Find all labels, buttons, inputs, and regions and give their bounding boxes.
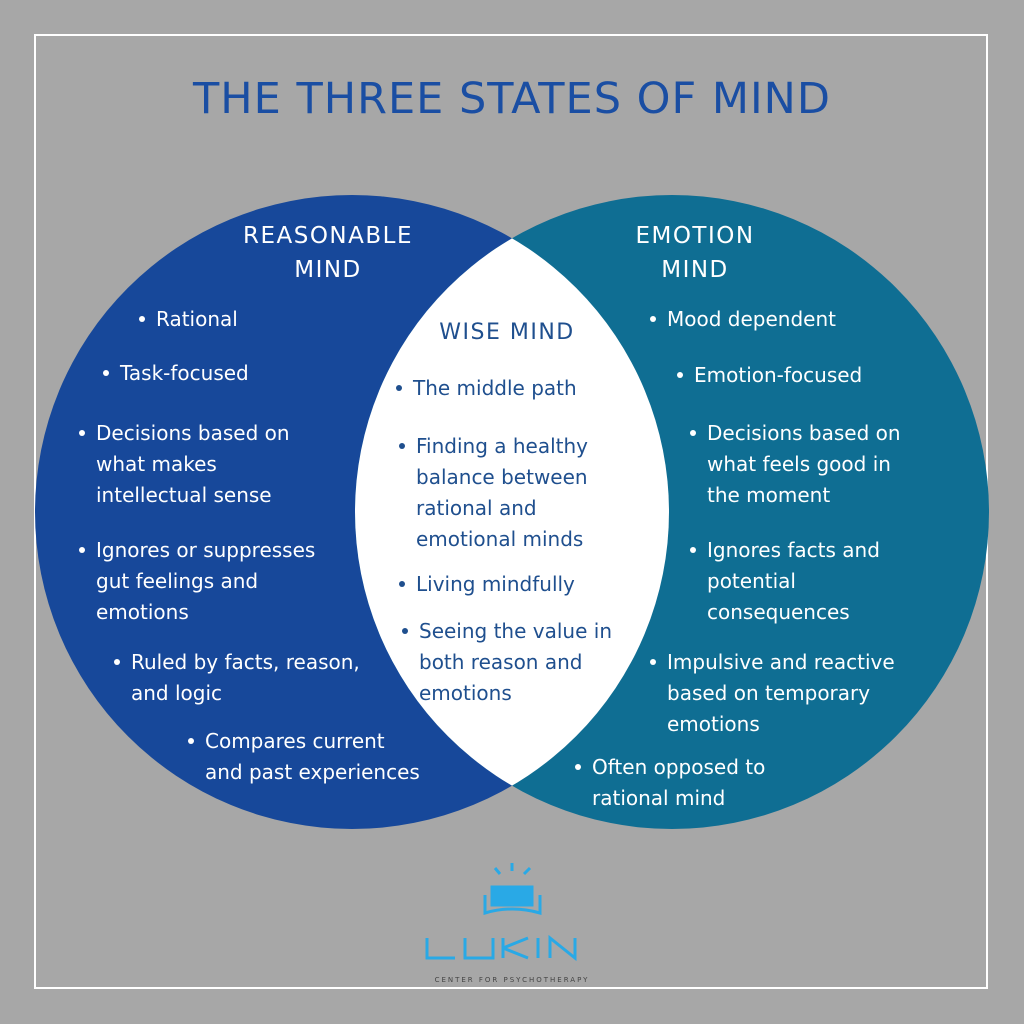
emotion-item: Mood dependent [650, 304, 836, 335]
reasonable-item: Compares current and past experiences [188, 726, 420, 788]
couch-icon [483, 863, 542, 916]
emotion-item: Ignores facts and potential consequences [690, 535, 880, 628]
heading-line: EMOTION [635, 223, 755, 249]
item-line: what feels good in [707, 452, 891, 476]
item-line: and past experiences [205, 760, 420, 784]
item-line: both reason and [419, 650, 583, 674]
item-line: what makes [96, 452, 217, 476]
item-line: Compares current [205, 729, 385, 753]
item-line: intellectual sense [96, 483, 272, 507]
wise-item: The middle path [396, 373, 577, 404]
page-title: THE THREE STATES OF MIND [193, 74, 831, 124]
item-line: Ignores or suppresses [96, 538, 316, 562]
item-line: emotions [96, 600, 189, 624]
item-line: consequences [707, 600, 850, 624]
item-line: potential [707, 569, 796, 593]
item-line: emotions [419, 681, 512, 705]
item-line: the moment [707, 483, 831, 507]
item-line: emotions [667, 712, 760, 736]
item-line: Seeing the value in [419, 619, 612, 643]
item-line: Mood dependent [667, 307, 836, 331]
reasonable-item: Rational [139, 304, 238, 335]
reasonable-item: Ignores or suppresses gut feelings and emo… [78, 535, 316, 628]
item-line: and logic [131, 681, 223, 705]
item-line: Often opposed to [592, 755, 766, 779]
logo-wordmark [425, 934, 577, 962]
item-line: rational mind [592, 786, 726, 810]
emotion-item: Often opposed to rational mind [574, 752, 766, 814]
heading-line: REASONABLE [242, 223, 413, 249]
wise-item: Seeing the value in both reason and emotio… [402, 616, 612, 709]
reasonable-item: Task-focused [103, 358, 249, 389]
heading-line: MIND [294, 257, 362, 283]
emotion-item: Decisions based on what feels good in the … [690, 418, 901, 511]
logo-tagline: CENTER FOR PSYCHOTHERAPY [434, 976, 590, 984]
reasonable-item: Decisions based on what makes intellectual… [79, 418, 290, 511]
item-line: Task-focused [120, 361, 249, 385]
reasonable-item: Ruled by facts, reason, and logic [114, 647, 360, 709]
emotion-item: Emotion-focused [676, 360, 863, 391]
item-line: Living mindfully [416, 572, 575, 596]
item-line: Ruled by facts, reason, [131, 650, 360, 674]
wise-mind-heading: WISE MIND [439, 320, 575, 345]
item-line: Decisions based on [707, 421, 901, 445]
item-line: emotional minds [416, 527, 584, 551]
wise-mind-overlap [355, 195, 669, 829]
heading-line: MIND [661, 257, 729, 283]
item-line: gut feelings and [96, 569, 259, 593]
lukin-logo [425, 863, 577, 962]
item-line: Impulsive and reactive [667, 650, 895, 674]
item-line: Emotion-focused [694, 363, 863, 387]
item-line: Finding a healthy [416, 434, 589, 458]
item-line: Rational [156, 307, 238, 331]
item-line: balance between [416, 465, 588, 489]
item-line: Ignores facts and [707, 538, 880, 562]
wise-item: Living mindfully [399, 569, 575, 600]
item-line: Decisions based on [96, 421, 290, 445]
item-line: based on temporary [667, 681, 871, 705]
item-line: rational and [416, 496, 537, 520]
emotion-item: Impulsive and reactive based on temporary… [650, 647, 895, 740]
emotion-mind-heading: EMOTION MIND [595, 219, 795, 287]
item-line: The middle path [413, 376, 577, 400]
wise-item: Finding a healthy balance between rational… [398, 431, 589, 555]
reasonable-mind-heading: REASONABLE MIND [218, 219, 438, 287]
